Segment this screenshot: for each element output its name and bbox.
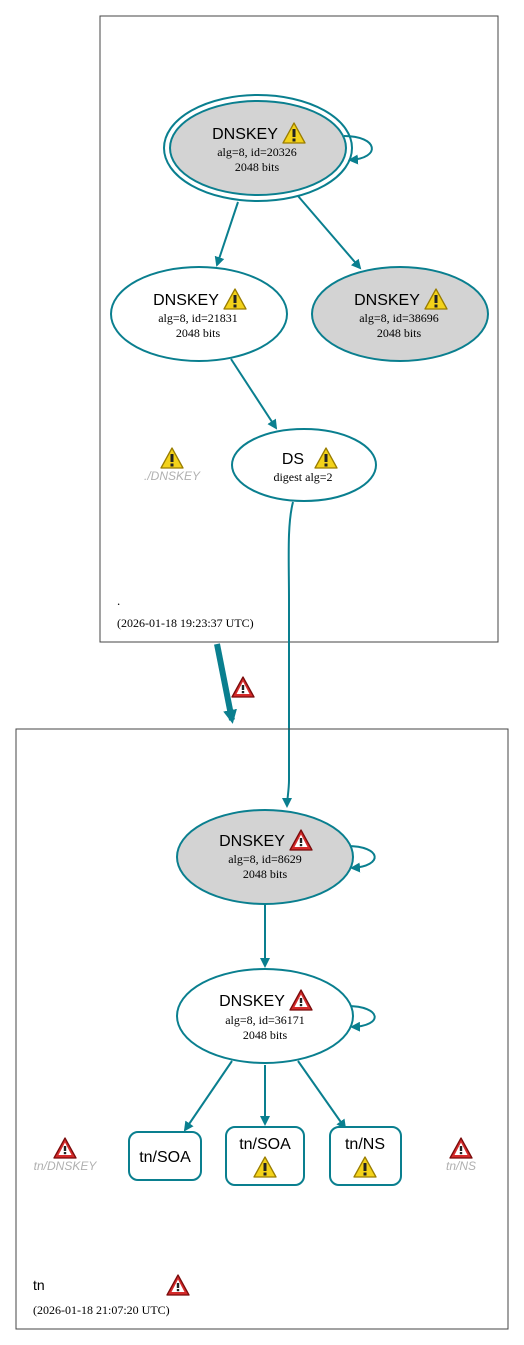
tn-ns-node[interactable]: tn/NS [329, 1126, 402, 1186]
tn-zsk-alg: alg=8, id=36171 [225, 1013, 305, 1027]
root-zsk1-node[interactable]: DNSKEY alg=8, id=21831 2048 bits [110, 266, 288, 362]
tn-soa1-label: tn/SOA [139, 1149, 191, 1166]
root-zsk2-title: DNSKEY [354, 292, 420, 309]
tn-zsk-title: DNSKEY [219, 993, 285, 1010]
root-zsk2-bits: 2048 bits [377, 326, 422, 340]
ds-title: DS [282, 451, 304, 468]
yellow-warning-icon [160, 447, 184, 469]
tn-ns-label: tn/NS [345, 1136, 385, 1153]
red-error-icon [231, 676, 255, 698]
tn-zsk-bits: 2048 bits [243, 1028, 288, 1042]
zone-root-name: . [117, 593, 120, 608]
red-error-icon [449, 1137, 473, 1159]
zone-tn-box [15, 728, 509, 1330]
ds-digest: digest alg=2 [273, 470, 332, 484]
red-error-icon [53, 1137, 77, 1159]
edge-ksk-zsk2 [297, 195, 362, 270]
tn-soa2-label: tn/SOA [239, 1136, 291, 1153]
root-zsk1-bits: 2048 bits [176, 326, 221, 340]
root-ksk-bits: 2048 bits [235, 160, 280, 174]
zone-root-box [99, 15, 499, 643]
tn-ksk-title: DNSKEY [219, 833, 285, 850]
tn-soa2-node[interactable]: tn/SOA [225, 1126, 305, 1186]
root-ksk-alg: alg=8, id=20326 [217, 145, 297, 159]
tn-ksk-bits: 2048 bits [243, 867, 288, 881]
root-dnskey-label: ./DNSKEY [144, 469, 201, 483]
edge-tn-zsk-ns [297, 1060, 347, 1130]
tn-ksk-node[interactable]: DNSKEY alg=8, id=8629 2048 bits [176, 809, 354, 905]
tn-dnskey-label: tn/DNSKEY [34, 1159, 98, 1173]
root-zsk2-node[interactable]: DNSKEY alg=8, id=38696 2048 bits [311, 266, 489, 362]
tn-soa1-node[interactable]: tn/SOA [128, 1131, 202, 1181]
edge-ds-tn-ksk [282, 501, 294, 808]
edge-tn-zsk-self [346, 1005, 376, 1032]
edge-tn-zsk-soa1 [183, 1060, 233, 1132]
root-ksk-node[interactable]: DNSKEY alg=8, id=20326 2048 bits [163, 94, 353, 202]
delegation-edge [214, 643, 237, 724]
edge-ksk-self [343, 135, 373, 165]
root-zsk2-alg: alg=8, id=38696 [359, 311, 439, 325]
root-zsk1-title: DNSKEY [153, 292, 219, 309]
ds-node[interactable]: DS digest alg=2 [231, 428, 377, 502]
edge-ksk-zsk1 [214, 201, 239, 267]
root-zsk1-alg: alg=8, id=21831 [158, 311, 238, 325]
zone-root-timestamp: (2026-01-18 19:23:37 UTC) [117, 616, 254, 630]
root-ksk-title: DNSKEY [212, 126, 278, 143]
red-error-icon [166, 1274, 190, 1296]
edge-zsk1-ds [230, 358, 278, 430]
edge-tn-ksk-self [346, 845, 376, 873]
tn-ksk-alg: alg=8, id=8629 [228, 852, 302, 866]
tn-ns-side-label: tn/NS [446, 1159, 476, 1173]
zone-tn-name: tn [33, 1277, 45, 1293]
tn-zsk-node[interactable]: DNSKEY alg=8, id=36171 2048 bits [176, 968, 354, 1064]
zone-tn-timestamp: (2026-01-18 21:07:20 UTC) [33, 1303, 170, 1317]
